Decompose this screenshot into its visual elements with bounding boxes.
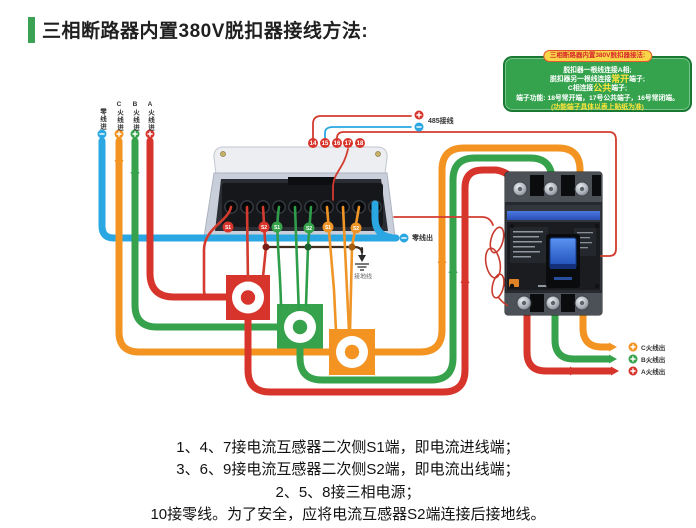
circuit-breaker xyxy=(504,171,603,316)
energy-meter xyxy=(203,146,396,238)
output-b-wire xyxy=(551,302,613,363)
note-line-3: C相连接公共端子; xyxy=(567,83,628,94)
terminal-17: 17 xyxy=(344,140,352,147)
instruction-line-4: 10接零线。为了安全，应将电流互感器S2端连接后接地线。 xyxy=(150,505,546,523)
meter-lid-screw xyxy=(220,151,226,157)
phase-c-wire xyxy=(115,137,584,356)
ct-c-s1: S1 xyxy=(324,224,332,231)
breaker-top-terminals xyxy=(512,181,590,197)
input-label-phase-c: C火线进 xyxy=(115,101,123,132)
junction-dot-a xyxy=(262,243,270,251)
neutral-out-label: 零线出 xyxy=(412,235,433,242)
neutral-wire xyxy=(98,137,400,242)
ct-c-s2: S2 xyxy=(352,225,360,232)
input-label-phase-b: B火线进 xyxy=(131,101,139,132)
ct-a-s1: S1 xyxy=(224,224,232,231)
junction-dot-b xyxy=(304,243,312,251)
output-c-wire xyxy=(579,302,613,351)
highlight-common: 公共 xyxy=(593,83,612,94)
meter-lid-screw xyxy=(375,151,381,157)
note-box: 三相断路器内置380V脱扣器接法: 脱扣器一根线连接A相; 脱扣器另一根线连接常… xyxy=(503,50,692,112)
note-box-header: 三相断路器内置380V脱扣器接法: xyxy=(542,50,653,62)
ct-b-s1: S1 xyxy=(273,224,281,231)
polarity-icons xyxy=(97,110,638,376)
output-a-wire xyxy=(523,302,615,375)
ct-b-s2: S2 xyxy=(305,225,313,232)
output-label-phase-a: A火线出 xyxy=(641,369,666,376)
rs485-label: 485接线 xyxy=(428,118,454,125)
instruction-line-2: 3、6、9接电流互感器二次侧S2端，即电流出线端； xyxy=(176,461,520,479)
highlight-normally-open: 常开 xyxy=(611,74,630,85)
terminal-16: 16 xyxy=(333,140,341,147)
note-line-5: (功能端子具体以表上贴纸为准) xyxy=(551,103,644,111)
breaker-toggle-handle xyxy=(549,237,577,269)
ground-wire xyxy=(266,245,369,271)
breaker-bottom-terminals xyxy=(516,295,590,311)
note-line-2: 脱扣器另一根线连接常开端子; xyxy=(549,74,646,85)
title-accent-bar xyxy=(28,17,35,43)
page-title: 三相断路器内置380V脱扣器接线方法: xyxy=(42,21,369,42)
ground-symbol xyxy=(358,255,366,262)
terminal-14: 14 xyxy=(309,140,317,147)
phase-b-wire xyxy=(131,137,556,384)
input-label-neutral: 零线进 xyxy=(98,108,106,131)
wire-direction-arrows xyxy=(114,160,470,283)
output-label-phase-c: C火线出 xyxy=(641,345,666,352)
instruction-line-1: 1、4、7接电流互感器二次侧S1端，即电流进线端； xyxy=(176,439,520,456)
ct-terminal-badges xyxy=(222,221,362,234)
output-label-phase-b: B火线出 xyxy=(641,357,666,364)
terminal-18: 18 xyxy=(356,140,364,147)
instruction-line-3: 2、5、8接三相电源； xyxy=(275,483,421,501)
output-arrows xyxy=(570,342,619,376)
note-line-1: 脱扣器一根线连接A相; xyxy=(563,67,632,74)
phase-a-wire xyxy=(146,137,524,396)
instruction-text-block: 1、4、7接电流互感器二次侧S1端，即电流进线端； 3、6、9接电流互感器二次侧… xyxy=(0,437,696,526)
terminal-15: 15 xyxy=(321,140,329,147)
input-label-phase-a: A火线进 xyxy=(146,101,154,132)
meter-terminal-numbers xyxy=(308,138,365,148)
trip-wire-coil xyxy=(484,226,509,307)
ground-wire-label: 接地线 xyxy=(353,274,373,281)
rs485-and-trip-wires xyxy=(312,115,617,257)
note-line-4: 端子功能: 18号常开端，17号公共端子，16号常闭端。 xyxy=(516,94,679,102)
junction-dot-c xyxy=(348,243,356,251)
current-transformer-rings xyxy=(232,281,368,368)
ct-a-s2: S2 xyxy=(260,224,268,231)
